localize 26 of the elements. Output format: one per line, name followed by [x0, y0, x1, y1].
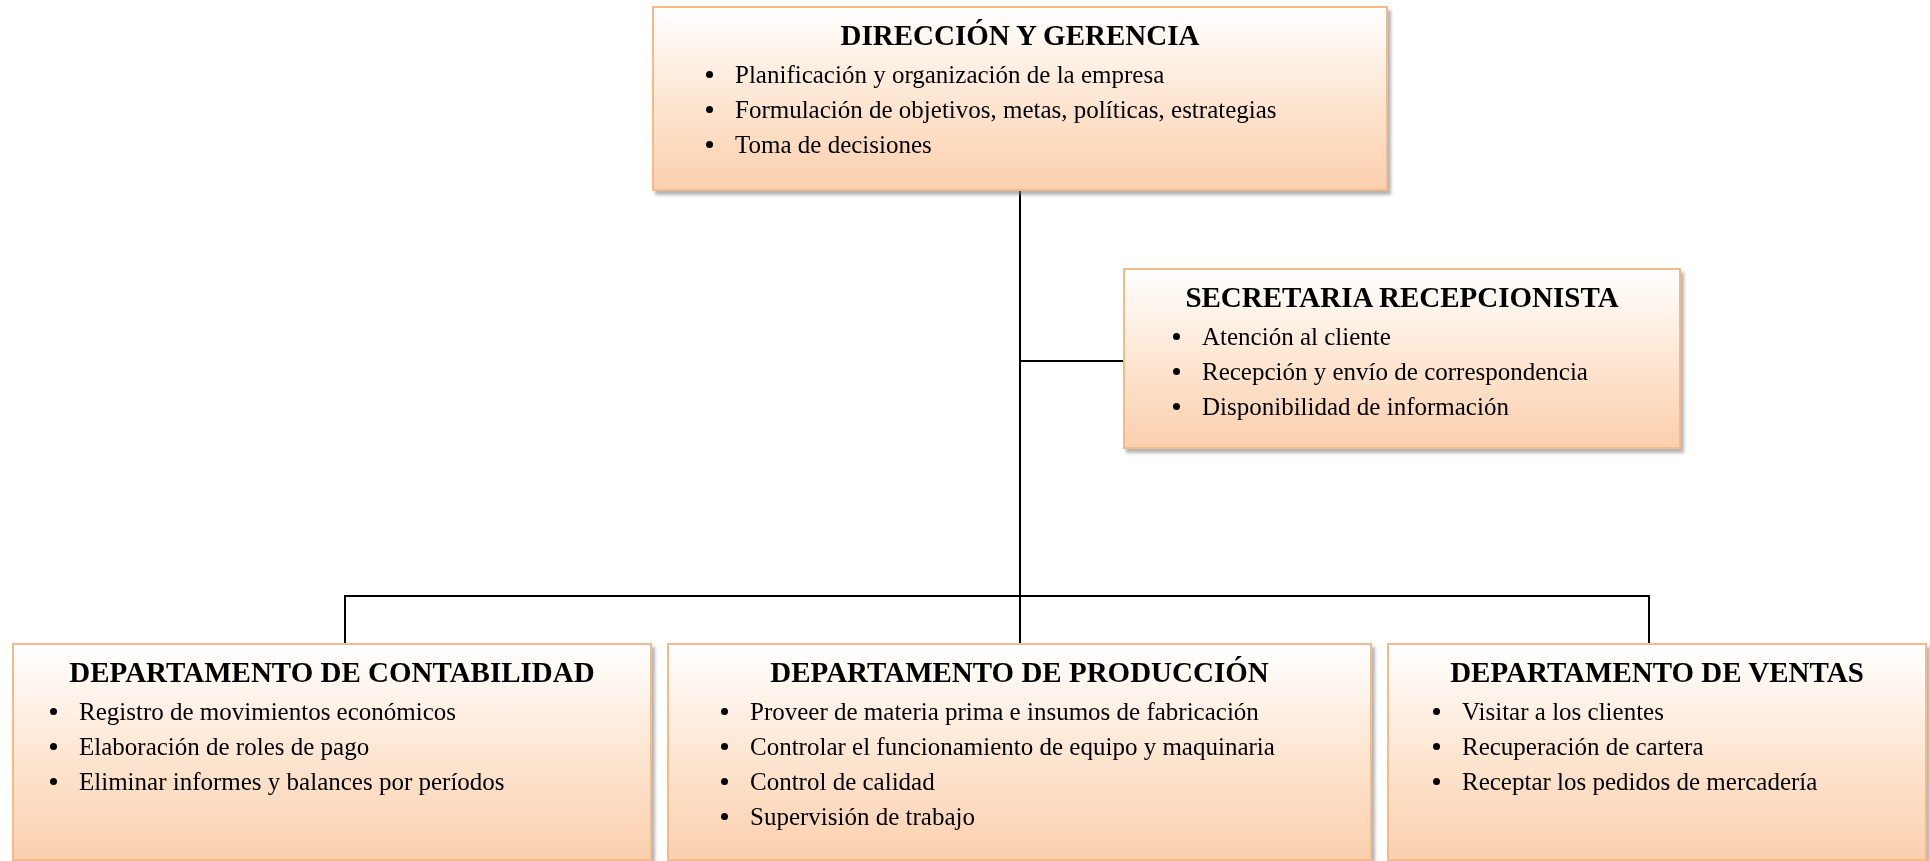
bullet-item: Controlar el funcionamiento de equipo y maquinaria: [750, 731, 1275, 762]
bullet-item: Planificación y organización de la empresa: [735, 59, 1165, 90]
box-heading: DEPARTAMENTO DE VENTAS: [1449, 655, 1865, 690]
org-box: [1123, 268, 1681, 449]
bullet-item: Disponibilidad de información: [1202, 391, 1509, 422]
bullet-item: Recepción y envío de correspondencia: [1202, 356, 1588, 387]
bullet-item: Recuperación de cartera: [1462, 731, 1704, 762]
bullet-item: Eliminar informes y balances por períodos: [79, 766, 505, 797]
org-box: [652, 6, 1388, 191]
org-box: [1387, 643, 1927, 861]
bullet-item: Supervisión de trabajo: [750, 801, 975, 832]
bullet-item: Formulación de objetivos, metas, políticas, estrategias: [735, 94, 1277, 125]
box-heading: DEPARTAMENTO DE PRODUCCIÓN: [769, 655, 1270, 690]
bullet-item: Visitar a los clientes: [1462, 696, 1664, 727]
org-box: [667, 643, 1372, 861]
bullet-item: Receptar los pedidos de mercadería: [1462, 766, 1818, 797]
bullet-item: Atención al cliente: [1202, 321, 1391, 352]
box-heading: DEPARTAMENTO DE CONTABILIDAD: [68, 655, 596, 690]
org-box: [12, 643, 652, 861]
box-heading: SECRETARIA RECEPCIONISTA: [1184, 280, 1620, 315]
bullet-item: Registro de movimientos económicos: [79, 696, 457, 727]
bullet-item: Control de calidad: [750, 766, 935, 797]
bullet-item: Proveer de materia prima e insumos de fabricación: [750, 696, 1259, 727]
box-heading: DIRECCIÓN Y GERENCIA: [839, 18, 1201, 53]
bullet-item: Toma de decisiones: [735, 129, 932, 160]
bullet-item: Elaboración de roles de pago: [79, 731, 370, 762]
